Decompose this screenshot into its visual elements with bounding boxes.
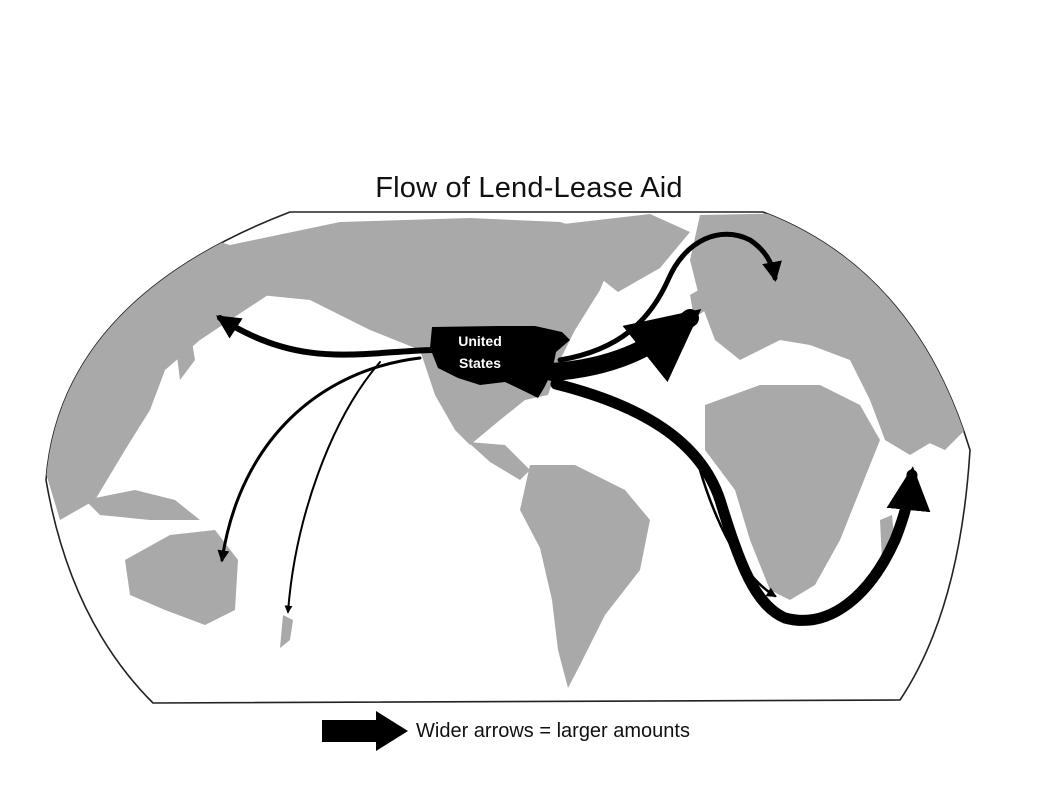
arrow-to-new-zealand	[284, 361, 381, 614]
arrow-to-persia	[550, 378, 931, 626]
central-america	[468, 442, 530, 480]
united-states-label-line2: States	[458, 355, 502, 371]
greenland	[555, 214, 690, 292]
united-states-label: United States	[432, 330, 528, 374]
arrow-to-south-africa	[698, 468, 777, 598]
japan	[175, 330, 195, 380]
arrow-to-soviet-far-east	[215, 315, 435, 358]
arrow-to-australia	[217, 356, 422, 563]
australia	[125, 530, 238, 625]
arabia	[870, 400, 935, 455]
wide-arrow-icon	[322, 711, 408, 751]
arrow-to-britain	[543, 309, 702, 383]
map-title: Flow of Lend-Lease Aid	[375, 172, 683, 204]
new-zealand	[280, 615, 293, 648]
arrow-to-ussr-north	[557, 231, 782, 363]
legend-text: Wider arrows = larger amounts	[416, 720, 690, 742]
indonesia	[85, 490, 200, 520]
south-america	[520, 465, 650, 688]
united-states-region	[430, 326, 570, 398]
united-states-label-line1: United	[458, 333, 502, 349]
africa	[705, 385, 880, 600]
